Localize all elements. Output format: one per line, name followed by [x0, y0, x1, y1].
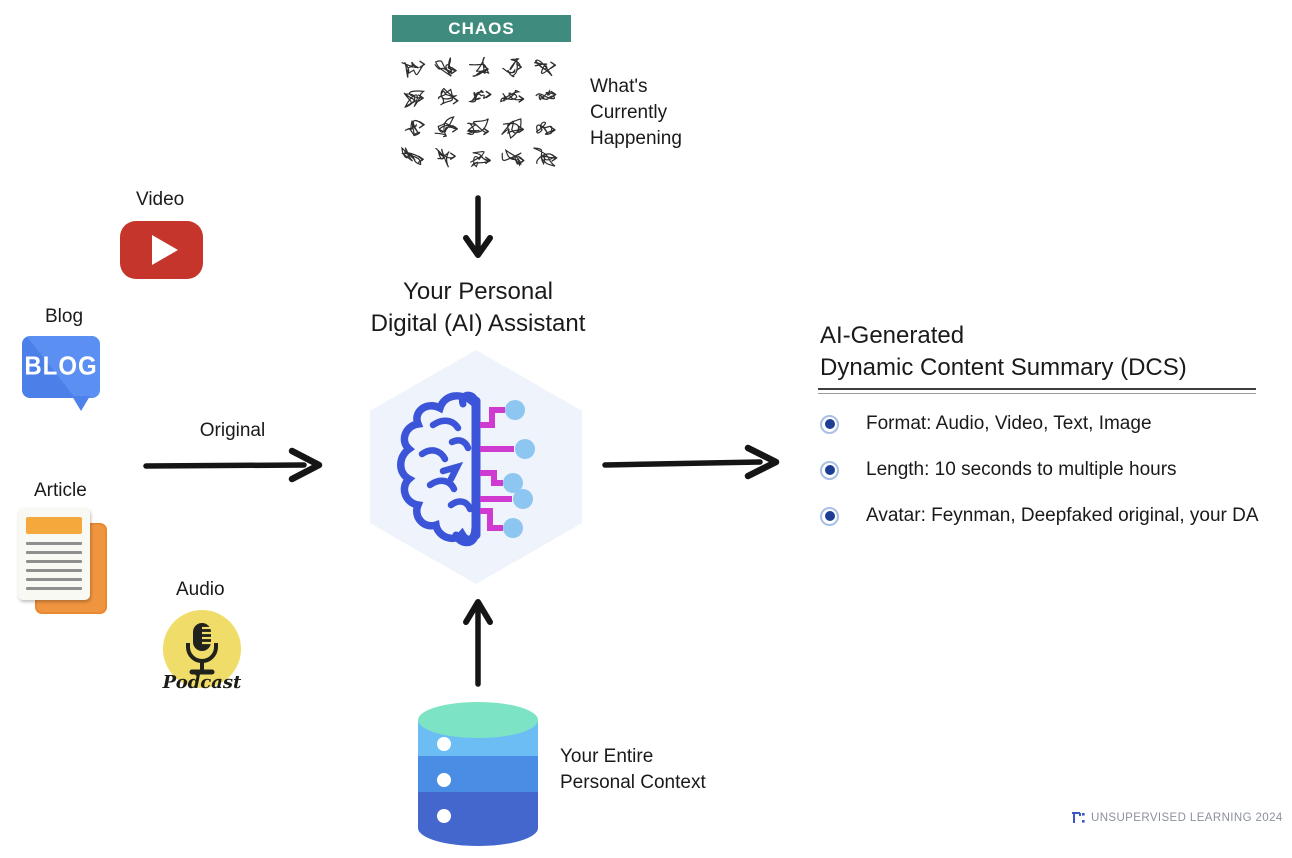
- document-text-line: [26, 578, 82, 581]
- summary-title-line: AI-Generated: [820, 322, 965, 349]
- summary-bullet-row: Avatar: Feynman, Deepfaked original, you…: [820, 505, 1259, 527]
- scribble-icon: [502, 58, 522, 78]
- scribble-icon: [434, 57, 457, 77]
- assistant-title-line: Your Personal: [403, 278, 553, 305]
- blog-speech-bubble-icon: BLOG: [22, 336, 100, 398]
- original-label: Original: [199, 420, 266, 441]
- blog-label: Blog: [45, 306, 84, 327]
- arrow-up-icon: [463, 599, 493, 687]
- document-text-line: [26, 560, 82, 563]
- scribble-icon: [469, 56, 490, 77]
- scribble-icon: [466, 118, 489, 136]
- chaos-caption-line: Happening: [590, 128, 682, 149]
- chaos-scribble-grid: [398, 54, 563, 174]
- scribble-icon: [468, 89, 492, 103]
- summary-divider: [818, 388, 1256, 394]
- scribble-icon: [434, 116, 458, 138]
- assistant-title-line: Digital (AI) Assistant: [370, 310, 586, 337]
- play-triangle-icon: [151, 235, 178, 265]
- scribble-icon: [404, 120, 425, 137]
- unsupervised-learning-logo: [1072, 812, 1085, 823]
- document-text-line: [26, 551, 82, 554]
- article-label: Article: [34, 480, 87, 501]
- bullet-dot: [824, 419, 835, 429]
- scribble-icon: [535, 89, 557, 101]
- scribble-icon: [501, 148, 525, 167]
- scribble-icon: [403, 90, 426, 109]
- arrow-down-icon: [463, 195, 493, 258]
- database-cylinder-icon: [418, 702, 538, 846]
- context-caption: Your Entire Personal Context: [560, 744, 706, 796]
- scribble-icon: [533, 147, 558, 167]
- blog-badge-text: BLOG: [24, 351, 98, 382]
- bullet-dot: [824, 511, 835, 521]
- document-text-line: [26, 569, 82, 572]
- radio-bullet-icon: [820, 506, 839, 526]
- scribble-icon: [434, 147, 456, 168]
- youtube-play-icon: [120, 221, 203, 279]
- arrow-right-original-icon: [143, 447, 323, 483]
- audio-label: Audio: [176, 579, 225, 600]
- podcast-script-text: Podcast: [162, 672, 242, 693]
- footer-brand-text: UNSUPERVISED LEARNING 2024: [1091, 812, 1283, 824]
- summary-title: AI-Generated Dynamic Content Summary (DC…: [820, 320, 1187, 384]
- summary-title-line: Dynamic Content Summary (DCS): [820, 354, 1187, 381]
- stacked-documents-icon: [18, 508, 107, 614]
- scribble-icon: [438, 87, 459, 106]
- summary-bullet-text: Length: 10 seconds to multiple hours: [866, 459, 1177, 480]
- chaos-caption: What's Currently Happening: [590, 74, 682, 152]
- video-label: Video: [136, 189, 185, 210]
- scribble-icon: [501, 118, 525, 140]
- summary-bullet-row: Length: 10 seconds to multiple hours: [820, 459, 1259, 481]
- footer-brand: UNSUPERVISED LEARNING 2024: [1071, 811, 1283, 825]
- radio-bullet-icon: [820, 460, 839, 480]
- chaos-banner: CHAOS: [392, 15, 571, 42]
- arrow-right-summary-icon: [602, 444, 780, 480]
- scribble-icon: [401, 60, 426, 78]
- chaos-caption-line: Currently: [590, 102, 668, 123]
- scribble-icon: [534, 59, 557, 77]
- microphone-icon: [186, 623, 218, 675]
- assistant-title: Your Personal Digital (AI) Assistant: [330, 276, 626, 340]
- summary-bullet-text: Avatar: Feynman, Deepfaked original, you…: [866, 505, 1259, 526]
- summary-bullet-list: Format: Audio, Video, Text, Image Length…: [820, 413, 1259, 527]
- scribble-icon: [470, 150, 491, 168]
- scribble-icon: [535, 121, 556, 135]
- document-text-line: [26, 587, 82, 590]
- assistant-hexagon: [370, 350, 582, 584]
- chaos-caption-line: What's: [590, 76, 648, 97]
- document-front-sheet: [18, 508, 90, 600]
- context-caption-line: Personal Context: [560, 772, 706, 793]
- scribble-icon: [500, 89, 525, 103]
- context-caption-line: Your Entire: [560, 746, 654, 767]
- summary-bullet-text: Format: Audio, Video, Text, Image: [866, 413, 1152, 434]
- summary-bullet-row: Format: Audio, Video, Text, Image: [820, 413, 1259, 435]
- ai-brain-circuit-icon: [397, 391, 535, 547]
- scribble-icon: [401, 146, 424, 166]
- bullet-dot: [824, 465, 835, 475]
- blog-bubble-tail: [72, 396, 90, 411]
- document-header-bar: [26, 517, 82, 534]
- radio-bullet-icon: [820, 414, 839, 434]
- podcast-microphone-icon: [163, 610, 241, 688]
- document-text-line: [26, 542, 82, 545]
